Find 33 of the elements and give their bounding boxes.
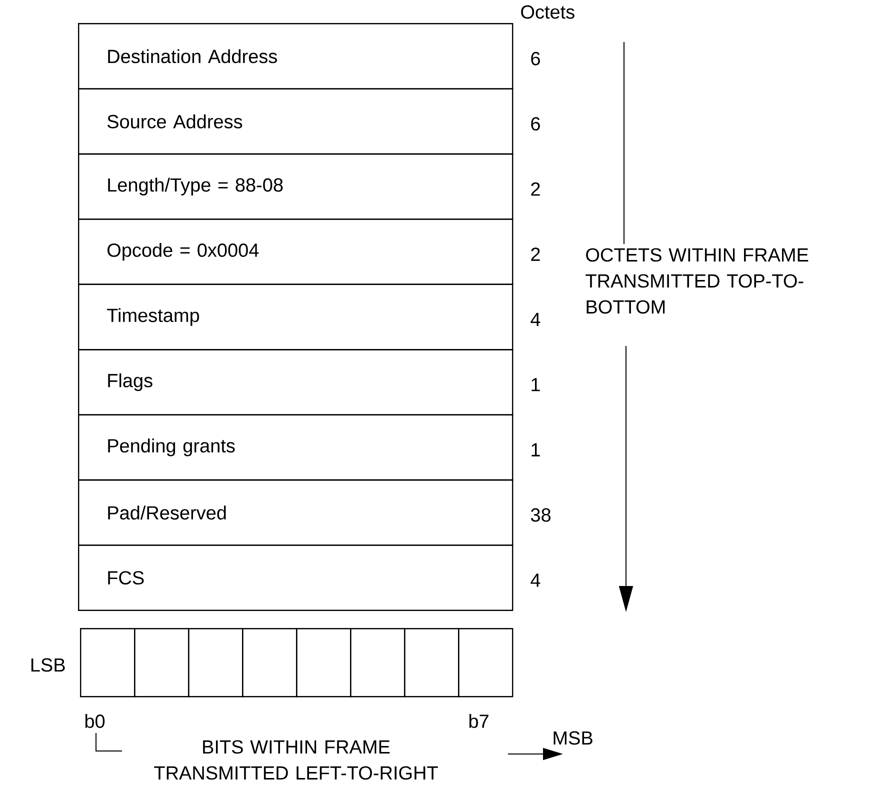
bit-cell [350, 628, 406, 698]
bit-cell [134, 628, 190, 698]
bit-cell [188, 628, 244, 698]
octet-count: 38 [530, 508, 550, 522]
bit-cell [296, 628, 352, 698]
octet-count: 4 [530, 312, 540, 326]
bit-label: b0 [85, 714, 105, 728]
bit-label: LSB [31, 658, 65, 672]
octet-count: 1 [532, 378, 540, 392]
bit-cell [242, 628, 298, 698]
field-box: Timestamp [78, 284, 514, 350]
field-box: Pending grants [78, 414, 514, 481]
octet-count: 2 [531, 248, 540, 261]
bit-cell [404, 628, 460, 698]
octet-count: 4 [530, 574, 540, 587]
direction-note: OCTETS WITHIN FRAME TRANSMITTED TOP-TO-BOTTOM [586, 248, 808, 314]
field-box: Length/Type = 88-08 [78, 153, 514, 220]
octet-count: 2 [531, 182, 540, 196]
bit-label: b7 [469, 714, 488, 728]
bit-cell [80, 628, 136, 698]
direction-note: BITS WITHIN FRAME TRANSMITTED LEFT-TO-RIGHT [154, 740, 438, 780]
field-box: Source Address [78, 88, 514, 155]
bit-label: MSB [554, 731, 592, 745]
octet-count: 6 [531, 52, 540, 66]
octet-count: 6 [531, 117, 540, 131]
field-box: Destination Address [78, 23, 514, 90]
field-box: Opcode = 0x0004 [78, 218, 514, 285]
column-heading: Octets [521, 5, 574, 19]
field-box: Pad/Reserved [78, 479, 514, 546]
bit-cell [458, 628, 514, 698]
octet-count: 1 [532, 443, 540, 456]
field-box: Flags [78, 349, 514, 416]
field-box: FCS [78, 544, 514, 611]
